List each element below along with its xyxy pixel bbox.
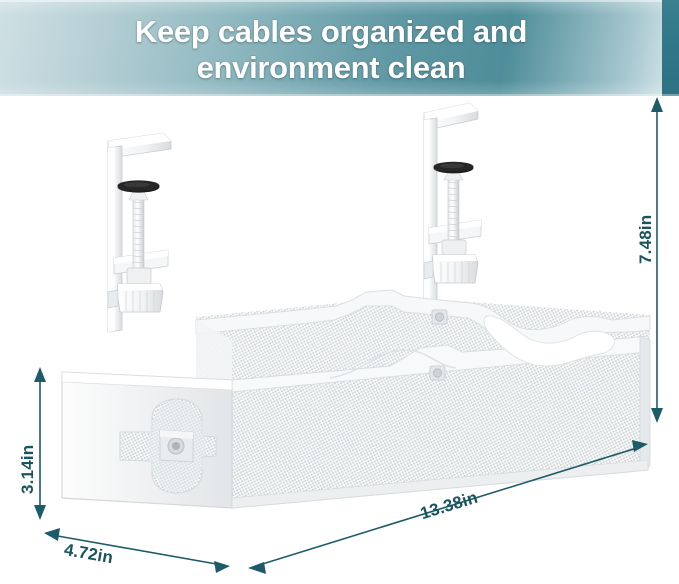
- left-end-panel: [61, 371, 233, 509]
- clamp-rubber-pad-right: [433, 162, 474, 174]
- clamp-rubber-pad-left: [117, 181, 160, 193]
- mesh-basket: [61, 289, 651, 509]
- dimension-label-side: 4.72in: [62, 540, 115, 568]
- headline-banner: Keep cables organized and environment cl…: [0, 0, 679, 96]
- mounting-bolts: [429, 309, 448, 381]
- dim-arrow-depth: [34, 367, 46, 520]
- dimension-arrows: [34, 97, 663, 574]
- c-clamp-right: [423, 102, 482, 303]
- dimension-label-height: 7.48in: [636, 214, 655, 264]
- c-clamp-left: [107, 132, 172, 333]
- cable-cutout-right: [483, 315, 615, 367]
- thumb-screw-knob-left: [107, 267, 164, 313]
- banner-headline: Keep cables organized and environment cl…: [134, 14, 528, 85]
- banner-top-highlight: [0, 0, 679, 2]
- cable-cutout-back: [195, 289, 651, 350]
- banner-right-accent-strip: [662, 0, 679, 96]
- cable-cutout-front: [119, 398, 217, 494]
- dimension-label-depth: 3.14in: [18, 444, 37, 494]
- banner-bottom-highlight: [0, 94, 679, 96]
- thumb-screw-knob-right: [423, 239, 479, 284]
- dimension-label-width: 13.38in: [418, 487, 481, 524]
